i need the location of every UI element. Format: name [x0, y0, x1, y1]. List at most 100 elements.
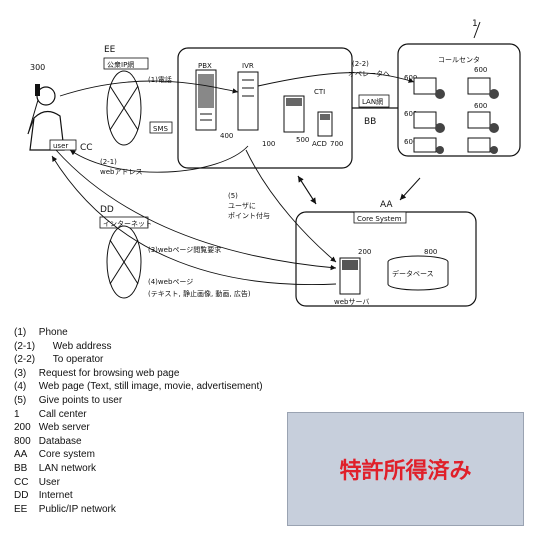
core-system-tag: [353, 211, 407, 224]
lan-key: BB: [364, 117, 376, 127]
phone-icon: [35, 84, 40, 96]
sms-label: SMS: [153, 125, 168, 133]
legend-text: Core system: [38, 449, 95, 461]
web-server: 200 webサーバ: [334, 248, 371, 306]
legend-row: BB LAN network: [14, 462, 263, 476]
core-system-key: AA: [380, 200, 393, 210]
patent-stamp-text: 特許所得済み: [339, 459, 472, 484]
legend-key: 1: [14, 408, 20, 420]
legend-key: 200: [14, 422, 31, 434]
points-label-2: ユーザに: [228, 202, 256, 210]
ivr-unit: IVR 100: [237, 62, 275, 148]
web-address-arrow: [69, 145, 249, 173]
operator-icon: [489, 89, 499, 99]
legend: (1) Phone (2-1) Web address (2-2) To ope…: [14, 326, 263, 516]
ivr-ref: 100: [262, 140, 275, 148]
legend-row: (5) Give points to user: [14, 394, 263, 408]
legend-key: DD: [14, 490, 29, 502]
network-ee-label: 公衆IP網: [107, 60, 134, 69]
network-dd-key: DD: [100, 205, 114, 215]
lan-label: LAN網: [362, 97, 383, 106]
points-label-3: ポイント付与: [228, 211, 270, 220]
cti-server: CTI 500: [283, 88, 325, 144]
legend-row: 200 Web server: [14, 421, 263, 435]
legend-text: Request for browsing web page: [38, 367, 180, 379]
database-ref: 800: [424, 248, 437, 256]
cti-label: CTI: [314, 88, 325, 96]
acd-unit: ACD 700: [312, 111, 343, 148]
pbx-label: PBX: [198, 62, 212, 70]
legend-row: AA Core system: [14, 448, 263, 462]
legend-text: Web address: [52, 340, 112, 352]
internet-network: DD インターネット: [99, 205, 152, 299]
operator-icon: [490, 146, 498, 154]
legend-key: (2-2): [14, 354, 36, 366]
user-figure: 300 user CC: [27, 63, 93, 153]
pbx-ref: 400: [220, 132, 233, 140]
phone-arrow: [59, 80, 239, 97]
core-system-box: [295, 211, 477, 307]
system-ref-leader: [473, 21, 481, 39]
cti-ref: 500: [296, 136, 309, 144]
operator-icon: [489, 123, 499, 133]
lan-box: [358, 94, 390, 108]
operator-arrow: [257, 72, 415, 87]
patent-stamp: 特許所得済み: [287, 412, 524, 526]
operator-icon: [435, 123, 445, 133]
phone-arrow-label: (1)電話: [148, 75, 172, 84]
database: 800 データベース: [387, 248, 449, 291]
operator-icon: [435, 89, 445, 99]
legend-text: To operator: [52, 354, 104, 366]
operator-desks: 600 600 600 600 600 600: [404, 66, 499, 154]
legend-key: BB: [14, 462, 28, 474]
legend-row: (3) Request for browsing web page: [14, 367, 263, 381]
user-box: [49, 139, 77, 151]
legend-key: EE: [14, 503, 28, 515]
legend-row: CC User: [14, 476, 263, 490]
operator-icon: [436, 146, 444, 154]
database-label: データベース: [392, 269, 434, 278]
browse-request-arrow: [55, 149, 337, 271]
core-system-label: Core System: [357, 215, 402, 223]
legend-row: 800 Database: [14, 435, 263, 449]
user-key: CC: [80, 143, 93, 153]
legend-key: AA: [14, 449, 28, 461]
points-label-1: (5): [228, 192, 238, 200]
legend-text: User: [38, 476, 60, 488]
legend-row: (2-1) Web address: [14, 340, 263, 354]
legend-text: Web page (Text, still image, movie, adve…: [38, 381, 263, 393]
operator-ref: 600: [474, 102, 487, 110]
operator-arrow-label-2: オペレータへ: [348, 69, 390, 78]
system-ref: 1: [472, 19, 478, 29]
operator-ref: 600: [404, 138, 417, 146]
legend-text: Call center: [38, 408, 87, 420]
legend-row: (2-2) To operator: [14, 353, 263, 367]
web-address-label-1: (2-1): [100, 158, 117, 166]
browse-request-label: (3)webページ閲覧要求: [148, 245, 221, 254]
network-dd-label: インターネット: [103, 219, 152, 228]
callcenter-core-link: [399, 177, 421, 201]
network-ee-key: EE: [104, 45, 116, 55]
user-label: user: [53, 142, 68, 150]
legend-text: Database: [38, 435, 82, 447]
legend-row: (1) Phone: [14, 326, 263, 340]
legend-text: Public/IP network: [38, 503, 116, 515]
operator-arrow-label-1: (2-2): [352, 60, 369, 68]
legend-text: Phone: [38, 327, 68, 338]
acd-ref: 700: [330, 140, 343, 148]
legend-key: (4): [14, 381, 27, 393]
ivr-label: IVR: [242, 62, 254, 70]
legend-key: (2-1): [14, 340, 36, 352]
web-page-arrow: [51, 155, 337, 286]
call-center-label: コールセンタ: [438, 55, 480, 64]
points-arrow: [245, 149, 337, 263]
legend-row: (4) Web page (Text, still image, movie, …: [14, 380, 263, 394]
legend-row: DD Internet: [14, 489, 263, 503]
legend-text: Internet: [38, 490, 73, 502]
legend-row: EE Public/IP network: [14, 503, 263, 517]
core-carrier-link: [297, 175, 317, 205]
sms-box: [149, 121, 173, 134]
legend-text: Give points to user: [38, 394, 123, 406]
legend-key: (5): [14, 394, 27, 406]
